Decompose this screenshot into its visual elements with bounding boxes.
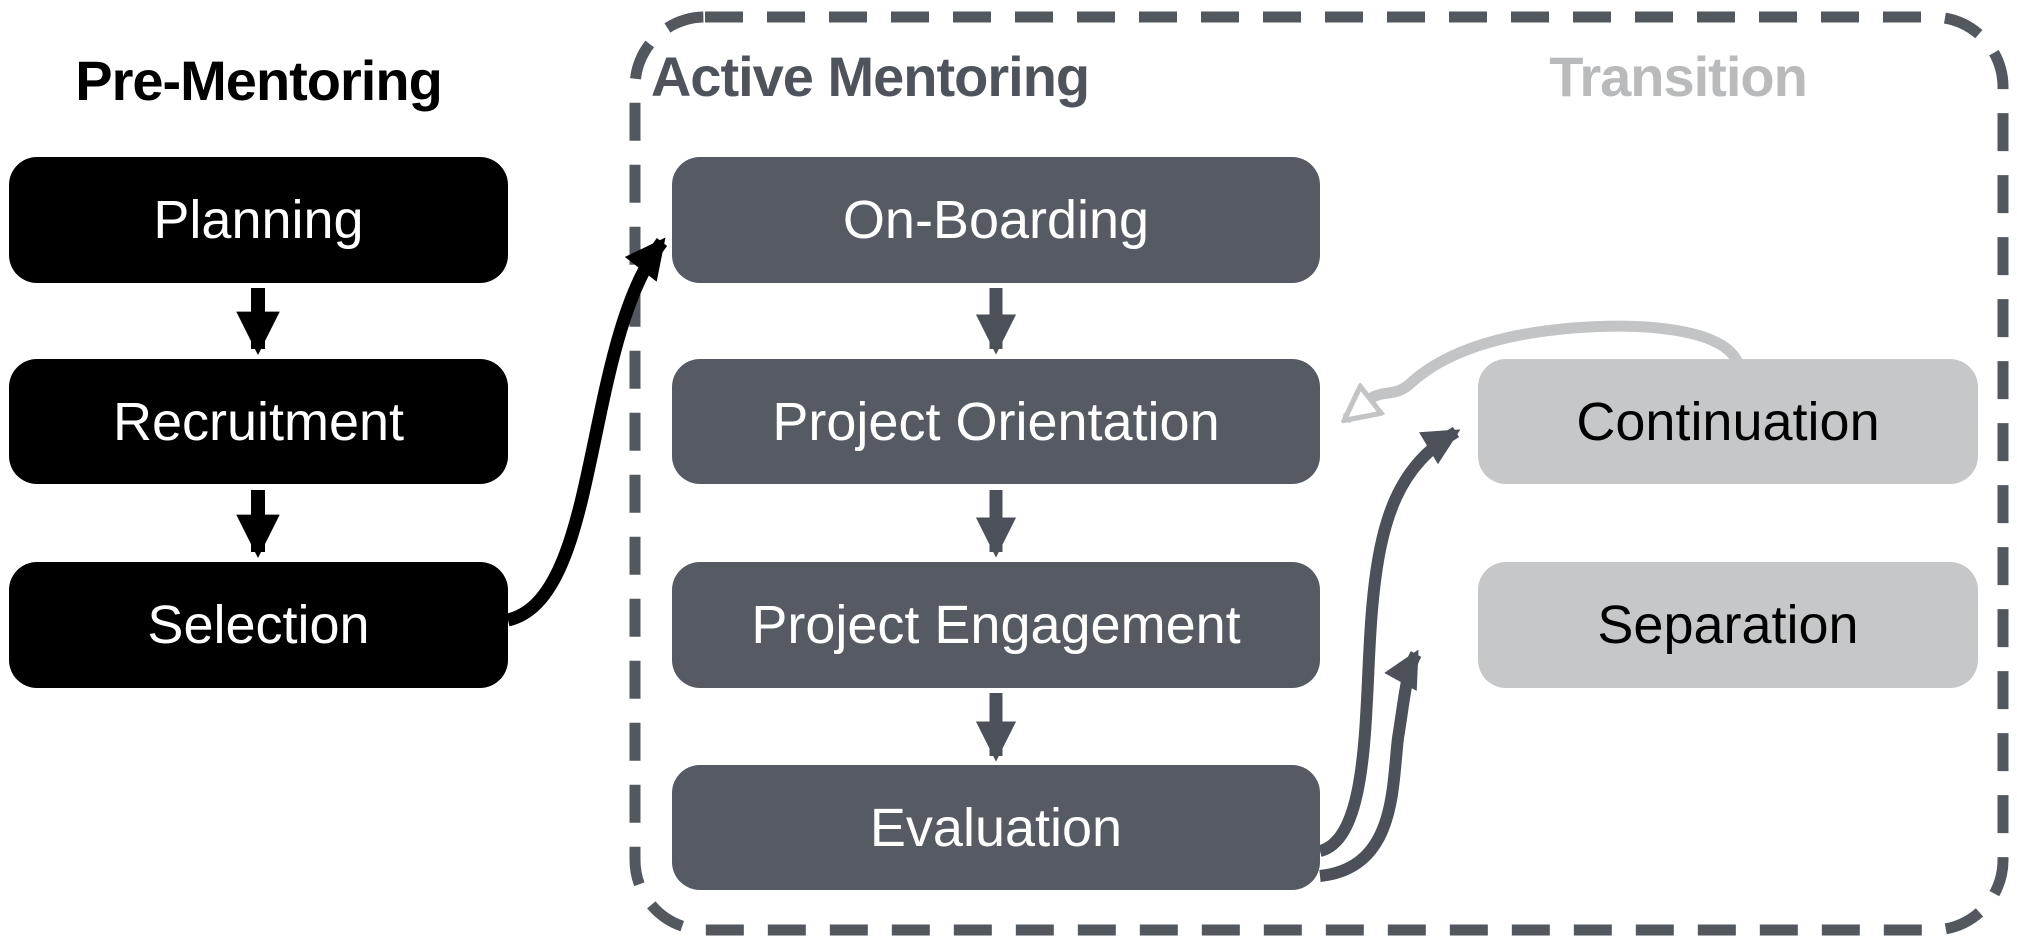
node-project-orientation-label: Project Orientation (772, 391, 1220, 452)
node-project-orientation: Project Orientation (672, 359, 1320, 484)
edge-evaluation-continuation (1317, 426, 1461, 857)
section-title-active-mentoring: Active Mentoring (650, 45, 1090, 108)
node-onboarding: On-Boarding (672, 157, 1320, 283)
node-planning-label: Planning (153, 190, 364, 250)
node-recruitment: Recruitment (9, 359, 508, 484)
edge-selection-onboarding (506, 237, 668, 627)
edge-evaluation-separation (1319, 649, 1422, 882)
node-continuation: Continuation (1478, 359, 1978, 484)
node-evaluation-label: Evaluation (869, 797, 1123, 858)
node-evaluation: Evaluation (672, 765, 1320, 890)
node-separation: Separation (1478, 562, 1978, 688)
node-continuation-label: Continuation (1576, 391, 1880, 452)
node-planning: Planning (9, 157, 508, 283)
node-selection: Selection (9, 562, 508, 688)
node-project-engagement: Project Engagement (672, 562, 1320, 688)
section-title-pre-mentoring: Pre-Mentoring (75, 49, 443, 112)
node-recruitment-label: Recruitment (112, 391, 405, 452)
node-onboarding-label: On-Boarding (842, 190, 1150, 250)
section-title-transition: Transition (1549, 45, 1808, 108)
node-separation-label: Separation (1597, 595, 1859, 655)
node-project-engagement-label: Project Engagement (751, 595, 1241, 655)
edge-continuation-orientation (1346, 320, 1742, 419)
node-selection-label: Selection (147, 595, 370, 655)
